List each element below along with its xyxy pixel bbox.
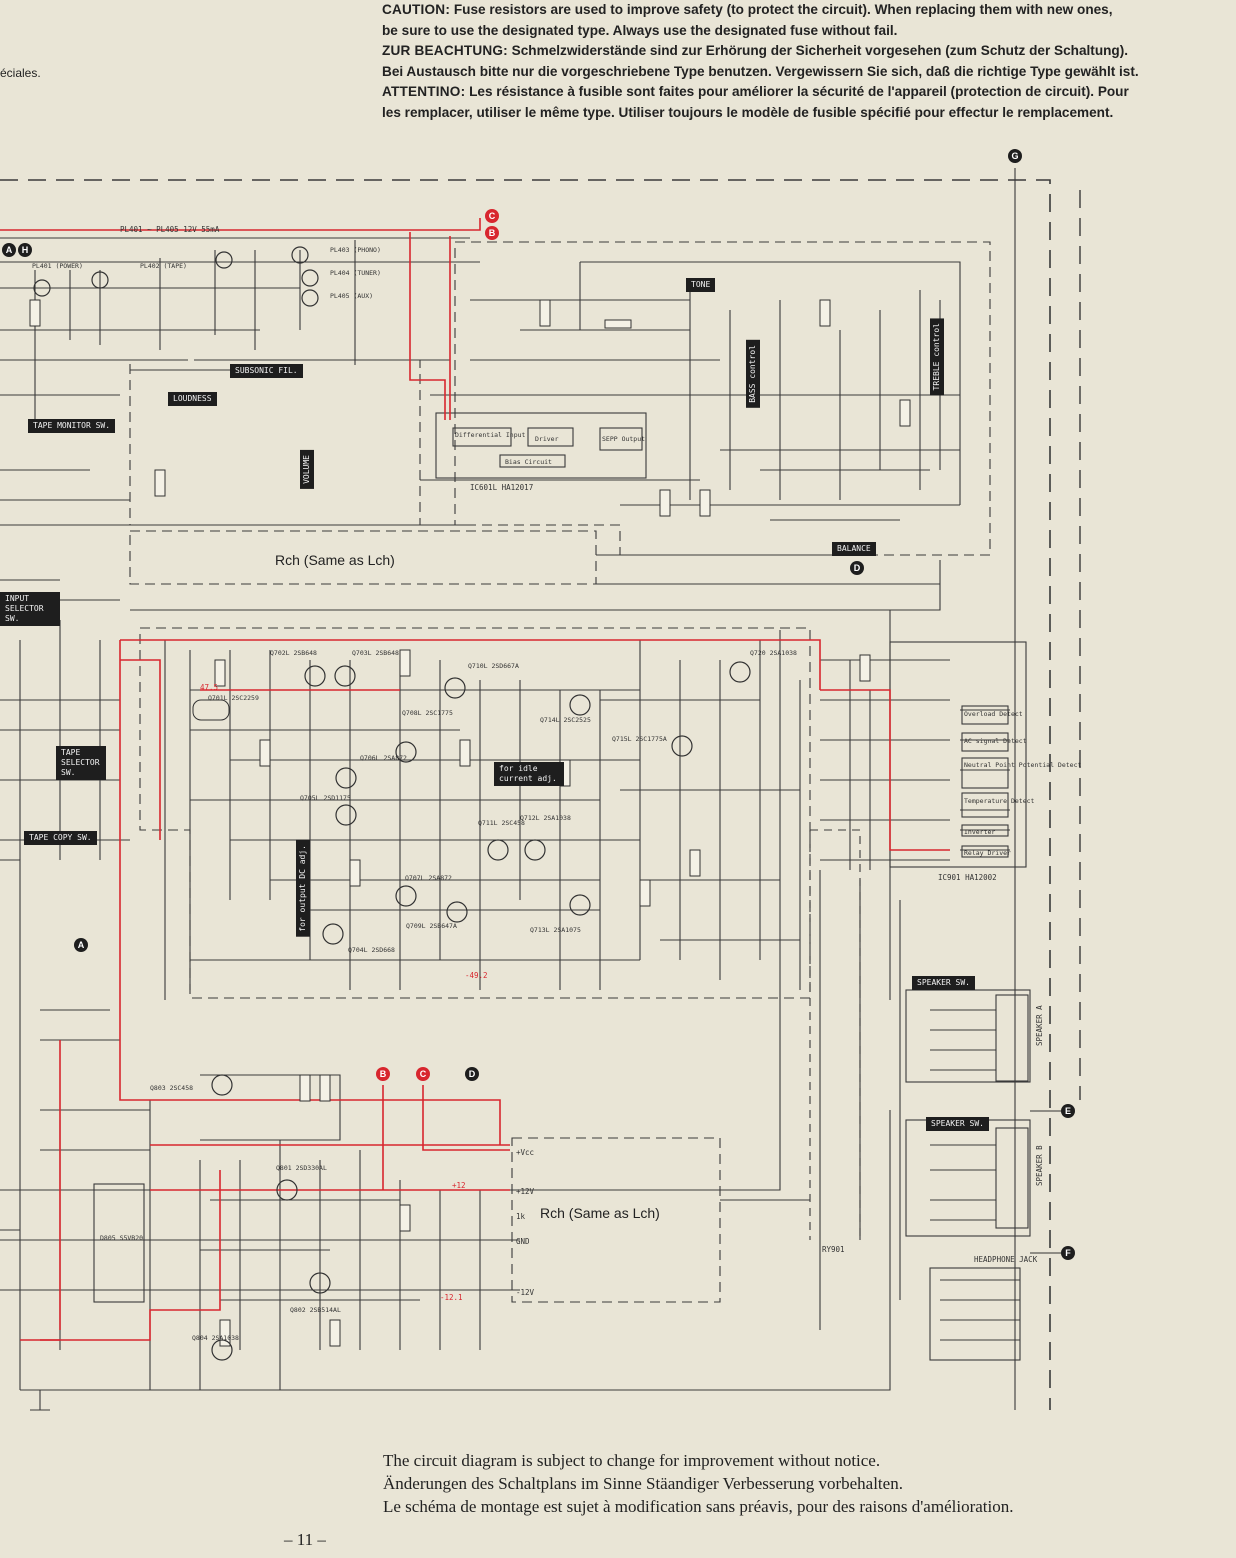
caution-block: CAUTION: Fuse resistors are used to impr… [382, 0, 1232, 124]
overload-label: Overload Detect [964, 710, 1023, 718]
notice-block: The circuit diagram is subject to change… [383, 1449, 1233, 1518]
speaker-b-label: SPEAKER B [1035, 1145, 1044, 1186]
speaker-sw-a-tag: SPEAKER SW. [912, 976, 975, 990]
q715-label: Q715L 2SC1775A [612, 735, 667, 743]
q701-label: Q701L 2SC2259 [208, 694, 259, 702]
connector-d-bottom: D [469, 1069, 476, 1079]
q705-label: Q705L 2SD1175 [300, 794, 351, 802]
tape-selector-tag: TAPE SELECTOR SW. [56, 746, 106, 780]
rail-minus12v: -12V [516, 1288, 535, 1297]
ac-signal-label: AC signal Detect [964, 737, 1027, 745]
notice-line-1: The circuit diagram is subject to change… [383, 1451, 881, 1470]
testpoint-minus49: -49.2 [465, 971, 488, 980]
connector-e: E [1065, 1106, 1071, 1116]
rail-vcc: +Vcc [516, 1148, 534, 1157]
left-edge-fragment: éciales. [0, 66, 41, 80]
connector-a-bottom: A [78, 940, 85, 950]
tape-monitor-tag: TAPE MONITOR SW. [28, 419, 116, 433]
rail-12v: +12V [516, 1187, 535, 1196]
speaker-sw-b-tag: SPEAKER SW. [926, 1117, 989, 1131]
output-dc-adj-tag: for output DC adj. [296, 840, 310, 937]
q707-label: Q707L 2SA872 [405, 874, 452, 882]
temperature-label: Temperature Detect [964, 797, 1035, 805]
volume-tag: VOLUME [300, 450, 314, 489]
caution-de-2: Bei Austausch bitte nur die vorgeschrieb… [382, 63, 1139, 79]
inverter-label: Inverter [964, 828, 995, 836]
q713-label: Q713L 2SA1075 [530, 926, 581, 934]
rail-1k: 1k [516, 1212, 526, 1221]
q802-label: Q802 2SB514AL [290, 1306, 341, 1314]
q704-label: Q704L 2SD668 [348, 946, 395, 954]
q702-label: Q702L 2SB648 [270, 649, 317, 657]
pl403-label: PL403 (PHONO) [330, 246, 381, 254]
q710-label: Q710L 2SD667A [468, 662, 519, 670]
q711-label: Q711L 2SC458 [478, 819, 525, 827]
q801-label: Q801 2SD330AL [276, 1164, 327, 1172]
pl405-label: PL405 (AUX) [330, 292, 373, 300]
subsonic-tag: SUBSONIC FIL. [230, 364, 303, 378]
connector-a-top: A [6, 245, 13, 255]
headphone-label: HEADPHONE JACK [974, 1255, 1038, 1264]
q708-label: Q708L 2SC1775 [402, 709, 453, 717]
input-selector-tag: INPUT SELECTOR SW. [0, 592, 60, 626]
connector-b-top: B [489, 228, 496, 238]
q804-label: Q804 2SA1038 [192, 1334, 239, 1342]
testpoint-minus12: -12.1 [440, 1293, 463, 1302]
q714-label: Q714L 2SC2525 [540, 716, 591, 724]
tape-copy-tag: TAPE COPY SW. [24, 831, 97, 845]
bias-circuit-label: Bias Circuit [505, 458, 552, 466]
pl-bus-label: PL401 ~ PL405 12V 55mA [120, 225, 220, 234]
relay-driver-label: Relay Driver [964, 849, 1011, 857]
testpoint-plus12: +12 [452, 1181, 466, 1190]
connector-c-bottom: C [420, 1069, 427, 1079]
q706-label: Q706L 2SA872 [360, 754, 407, 762]
bass-control-tag: BASS control [746, 340, 760, 408]
connector-c-top: C [489, 211, 496, 221]
loudness-tag: LOUDNESS [168, 392, 217, 406]
rail-gnd: GND [516, 1237, 530, 1246]
page-number: – 11 – [284, 1530, 326, 1549]
testpoint-475: 47.5 [200, 683, 218, 692]
q720-label: Q720 2SA1038 [750, 649, 797, 657]
q709-label: Q709L 2SB647A [406, 922, 457, 930]
caution-fr-1: ATTENTINO: Les résistance à fusible sont… [382, 84, 1129, 100]
idle-current-adj-tag: for idle current adj. [494, 762, 564, 786]
caution-fr-2: les remplacer, utiliser le même type. Ut… [382, 104, 1114, 120]
neutral-label: Neutral Point Potential Detect [964, 761, 1081, 769]
ic601-label: IC601L HA12017 [470, 483, 533, 492]
pl404-label: PL404 (TUNER) [330, 269, 381, 277]
treble-control-tag: TREBLE control [930, 318, 944, 396]
connector-d-top: D [854, 563, 861, 573]
speaker-a-label: SPEAKER A [1035, 1005, 1044, 1046]
d805-label: D805 S5VB20 [100, 1234, 143, 1242]
sepp-output-label: SEPP Output [602, 435, 645, 443]
connector-h: H [22, 245, 29, 255]
notice-line-2: Änderungen des Schaltplans im Sinne Stäa… [383, 1474, 903, 1493]
connector-b-bottom: B [380, 1069, 387, 1079]
connector-f: F [1065, 1248, 1071, 1258]
rch-bottom-label: Rch (Same as Lch) [540, 1205, 660, 1221]
rch-top-label: Rch (Same as Lch) [275, 552, 395, 568]
pl402-label: PL402 (TAPE) [140, 262, 187, 270]
driver-label: Driver [535, 435, 559, 443]
q712-label: Q712L 2SA1038 [520, 814, 571, 822]
q703-label: Q703L 2SB648 [352, 649, 399, 657]
connector-g: G [1011, 151, 1018, 161]
tone-tag: TONE [686, 278, 716, 292]
pl401-label: PL401 (POWER) [32, 262, 83, 270]
diff-input-label: Differential Input [455, 431, 526, 439]
caution-en-1: CAUTION: Fuse resistors are used to impr… [382, 2, 1113, 17]
caution-de-1: ZUR BEACHTUNG: Schmelzwiderstände sind z… [382, 43, 1129, 59]
ry901-label: RY901 [822, 1245, 845, 1254]
balance-tag: BALANCE [832, 542, 876, 556]
notice-line-3: Le schéma de montage est sujet à modific… [383, 1497, 1014, 1516]
caution-en-2: be sure to use the designated type. Alwa… [382, 22, 898, 38]
q803-label: Q803 2SC458 [150, 1084, 193, 1092]
ic901-label: IC901 HA12002 [938, 873, 997, 882]
